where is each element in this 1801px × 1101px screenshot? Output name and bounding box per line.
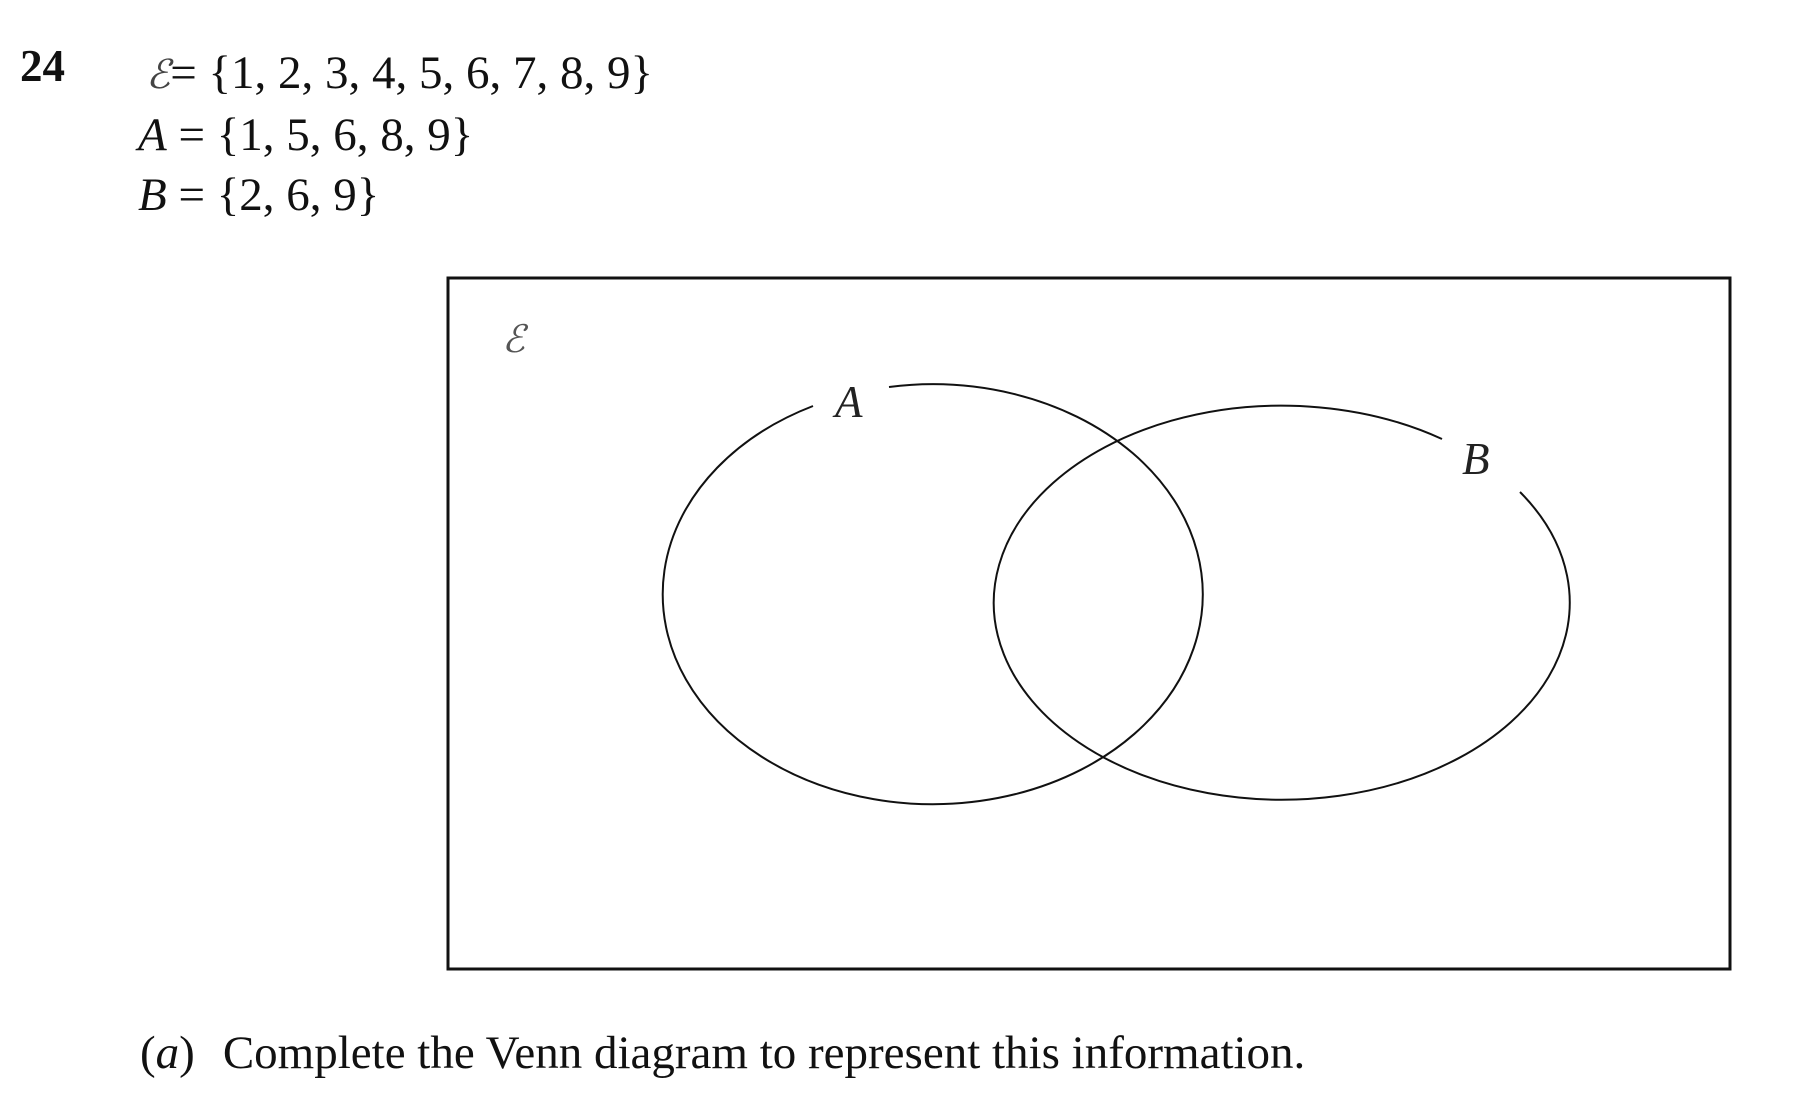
set-a-elements: = {1, 5, 6, 8, 9}: [166, 109, 474, 161]
set-b-definition: B = {2, 6, 9}: [138, 172, 379, 219]
universal-set-symbol: ℰ: [146, 52, 171, 98]
question-number: 24: [20, 41, 65, 91]
universal-set-box-label: ℰ: [502, 317, 529, 361]
set-b-symbol: B: [138, 169, 167, 221]
set-a-label: A: [832, 377, 863, 427]
set-a-definition: A = {1, 5, 6, 8, 9}: [138, 112, 473, 159]
set-a-ellipse: [661, 383, 1204, 806]
set-b-elements: = {2, 6, 9}: [166, 169, 380, 221]
part-a-text: Complete the Venn diagram to represent t…: [222, 1027, 1306, 1079]
set-b-ellipse: [992, 404, 1571, 801]
part-a-instruction: (a) Complete the Venn diagram to represen…: [140, 1030, 1305, 1077]
set-a-symbol: A: [138, 109, 167, 161]
part-a-label: (a): [140, 1027, 195, 1079]
universal-set-elements: = {1, 2, 3, 4, 5, 6, 7, 8, 9}: [170, 47, 654, 99]
universal-set-definition: ℰ= {1, 2, 3, 4, 5, 6, 7, 8, 9}: [146, 50, 653, 97]
set-b-label: B: [1462, 434, 1490, 484]
universal-set-box: [446, 276, 1732, 971]
